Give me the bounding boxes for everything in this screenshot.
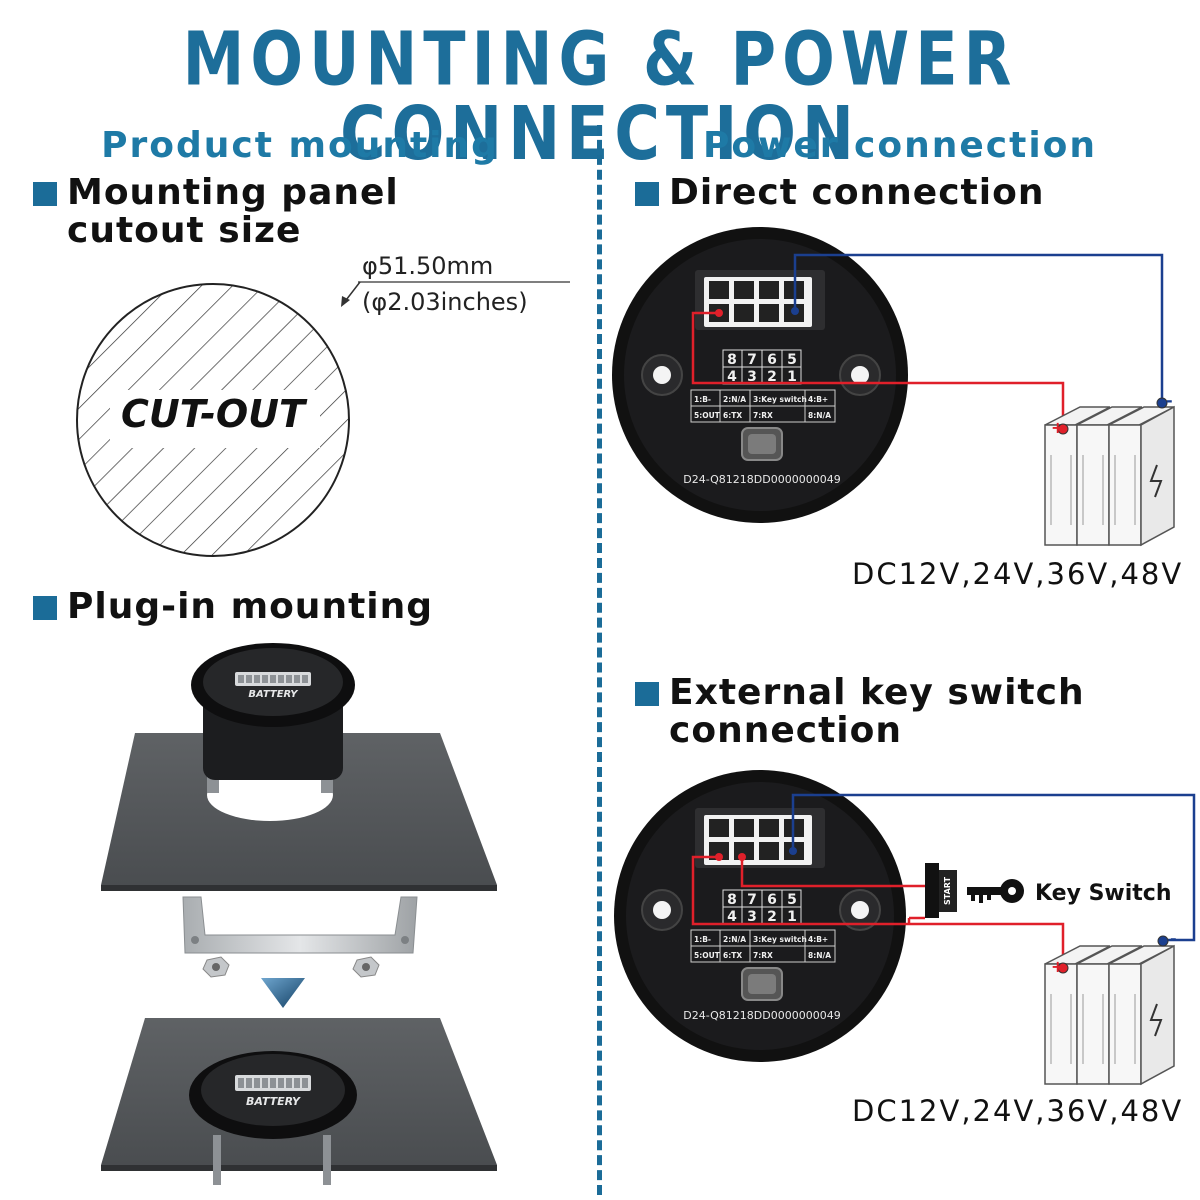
plugin-mounting-illustration: BATTERY BATTERY (101, 643, 497, 1185)
gauge-serial-2: D24-Q81218DD0000000049 (683, 1009, 840, 1022)
battery-plus-icon-2: + (1051, 957, 1064, 976)
legend-pin8: 8:N/A (808, 411, 831, 420)
pin-1-b: 1 (787, 909, 797, 925)
external-label-line1: External key switch (669, 672, 1085, 713)
wire-negative (793, 253, 1164, 403)
battery-minus-icon: - (1166, 391, 1173, 410)
gauge-serial: D24-Q81218DD0000000049 (683, 473, 840, 486)
legend-pin1-b: 1:B- (694, 935, 711, 944)
battery-pack-2 (1044, 935, 1175, 1086)
main-title: MOUNTING & POWER CONNECTION (182, 14, 1018, 177)
battery-plus-icon: + (1051, 418, 1064, 437)
battery-pack (1044, 397, 1175, 547)
pin-4: 4 (727, 369, 737, 385)
mounting-bracket (182, 896, 418, 954)
pin-1: 1 (787, 369, 797, 385)
pin-8: 8 (727, 352, 737, 368)
external-label-line2: connection (669, 710, 902, 751)
pin-5-b: 5 (787, 892, 797, 908)
pin-2-b: 2 (767, 909, 777, 925)
key-switch-icon (909, 863, 1024, 920)
legend-pin5: 5:OUT (694, 411, 721, 420)
battery-label-bottom: BATTERY (246, 1095, 301, 1108)
pin-6-b: 6 (767, 892, 777, 908)
cutout-label-line1: Mounting panel (67, 172, 399, 213)
bullet-square-icon (33, 596, 57, 620)
start-label: START (943, 876, 952, 905)
external-voltage-label: DC12V,24V,36V,48V (852, 1094, 1184, 1128)
legend-pin7-b: 7:RX (753, 951, 773, 960)
legend-pin3-b: 3:Key switch (753, 935, 807, 944)
legend-pin3: 3:Key switch (753, 395, 807, 404)
cutout-text: CUT-OUT (121, 392, 305, 436)
pin-2: 2 (767, 369, 777, 385)
legend-pin4-b: 4:B+ (808, 935, 828, 944)
down-arrow-icon (261, 978, 305, 1008)
wire-key-switch (740, 857, 925, 888)
legend-pin8-b: 8:N/A (808, 951, 831, 960)
battery-minus-icon-2: - (1170, 929, 1177, 948)
cutout-dimension-mm: φ51.50mm (362, 252, 494, 280)
pin-3: 3 (747, 369, 757, 385)
direct-voltage-label: DC12V,24V,36V,48V (852, 557, 1184, 591)
legend-pin4: 4:B+ (808, 395, 828, 404)
wire-negative-2 (791, 793, 1196, 942)
panel-hole (207, 769, 333, 821)
right-column-heading: Power connection (702, 125, 1098, 166)
legend-pin6: 6:TX (723, 411, 742, 420)
pin-5: 5 (787, 352, 797, 368)
cutout-label-line2: cutout size (67, 210, 302, 251)
pin-8-b: 8 (727, 892, 737, 908)
external-section-heading: External key switch connection (635, 674, 1085, 750)
external-connection-diagram: 8 7 6 5 4 3 2 1 1:B- 2:N/A 3:Key switch … (614, 770, 1196, 1086)
bullet-square-icon (33, 182, 57, 206)
pin-4-b: 4 (727, 909, 737, 925)
pin-3-b: 3 (747, 909, 757, 925)
legend-pin5-b: 5:OUT (694, 951, 721, 960)
bullet-square-icon (635, 682, 659, 706)
cutout-label-bg (110, 390, 320, 448)
legend-pin2: 2:N/A (723, 395, 746, 404)
key-switch-label: Key Switch (1035, 881, 1172, 906)
pin-6: 6 (767, 352, 777, 368)
battery-label-top: BATTERY (248, 689, 299, 700)
pin-7: 7 (747, 352, 757, 368)
plugin-label: Plug-in mounting (67, 586, 434, 627)
legend-pin1: 1:B- (694, 395, 711, 404)
left-column-heading: Product mounting (101, 125, 499, 166)
plugin-section-heading: Plug-in mounting (33, 588, 433, 626)
wire-positive (691, 311, 1065, 429)
cutout-section-heading: Mounting panel cutout size (33, 174, 399, 250)
cutout-diagram (76, 281, 570, 557)
direct-connection-diagram: 8 7 6 5 4 3 2 1 1:B- 2:N/A 3:Key switch … (612, 227, 1175, 547)
column-divider (597, 125, 602, 1195)
legend-pin6-b: 6:TX (723, 951, 742, 960)
cutout-dimension-inches: (φ2.03inches) (362, 288, 528, 316)
direct-label: Direct connection (669, 172, 1045, 213)
dimension-arrowhead-icon (341, 296, 350, 307)
pin-7-b: 7 (747, 892, 757, 908)
legend-pin2-b: 2:N/A (723, 935, 746, 944)
legend-pin7: 7:RX (753, 411, 773, 420)
wire-positive-2 (691, 855, 1065, 966)
bullet-square-icon (635, 182, 659, 206)
direct-section-heading: Direct connection (635, 174, 1044, 212)
